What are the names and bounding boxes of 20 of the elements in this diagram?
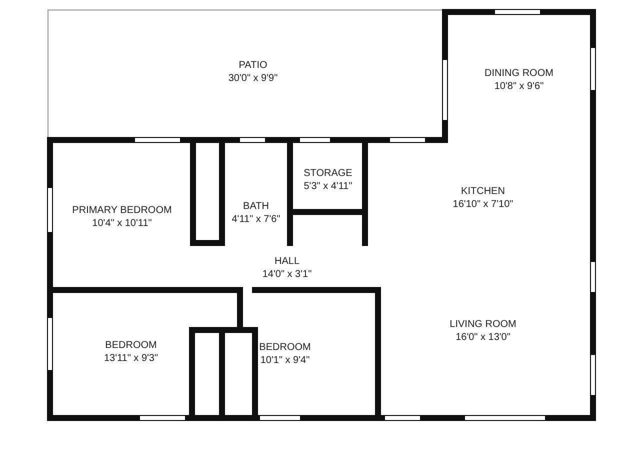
room-dimensions: 14'0" x 3'1" [262,268,312,281]
room-name: PATIO [238,59,268,72]
room-name: STORAGE [304,167,352,180]
room-name: BATH [242,200,270,213]
room-name: KITCHEN [460,185,506,198]
room-name: LIVING ROOM [450,318,516,331]
room-dimensions: 10'4" x 10'11" [91,217,153,230]
room-dimensions: 5'3" x 4'11" [304,180,352,193]
room-dimensions: 10'8" x 9'6" [493,80,545,93]
room-dimensions: 30'0" x 9'9" [228,72,278,85]
room-dimensions: 4'11" x 7'6" [232,213,280,226]
room-name: PRIMARY BEDROOM [72,204,172,217]
room-name: DINING ROOM [484,67,554,80]
room-dimensions: 10'1" x 9'4" [259,354,311,367]
room-dimensions: 13'11" x 9'3" [104,352,158,365]
room-name: HALL [274,255,300,268]
room-name: BEDROOM [259,341,311,354]
room-dimensions: 16'10" x 7'10" [452,198,514,211]
room-name: BEDROOM [104,339,158,352]
room-dimensions: 16'0" x 13'0" [454,331,512,344]
